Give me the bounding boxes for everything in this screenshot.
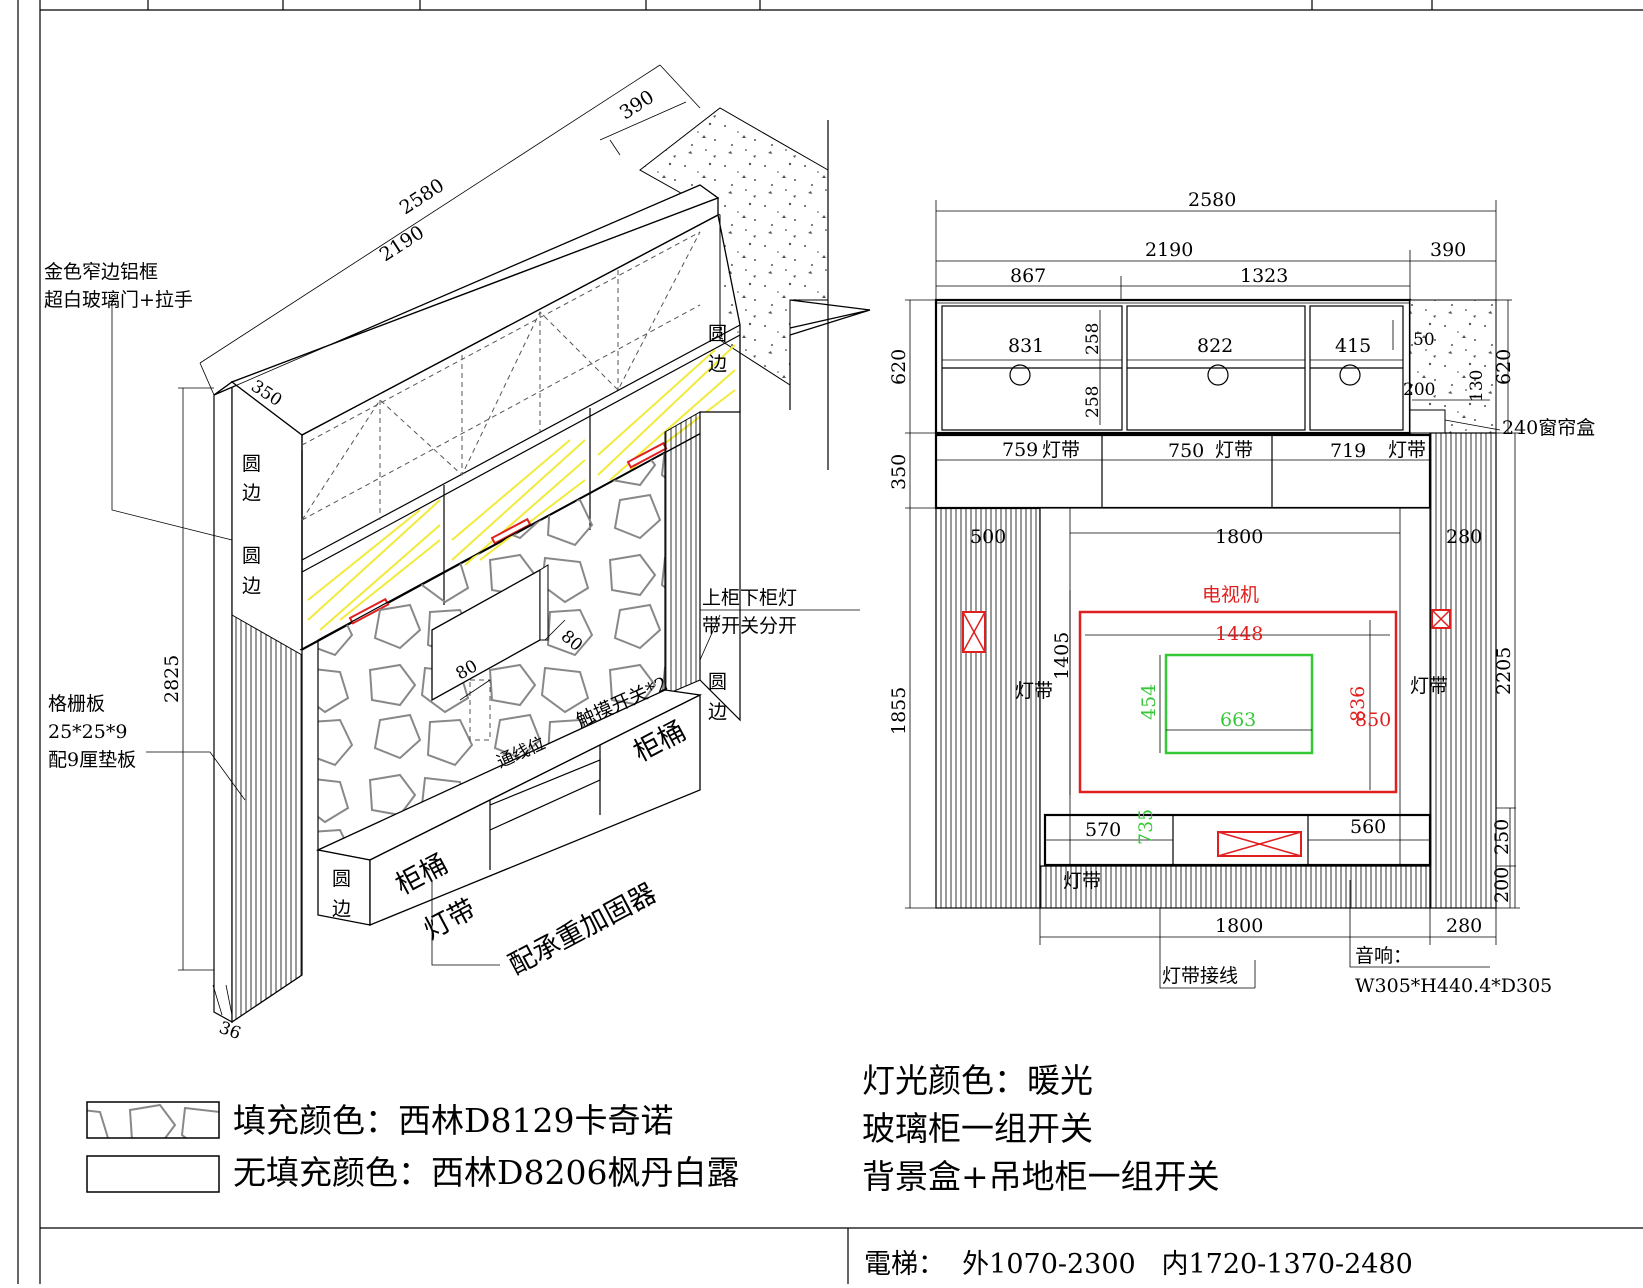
elev-dim-620-left: 620 [888,349,910,385]
elev-dim-200-upper: 200 [1403,380,1435,400]
iso-dim-390: 390 [616,86,658,124]
elev-dim-822: 822 [1197,335,1233,357]
elevation-labels: 2580 2190 390 867 1323 831 822 415 258 2… [888,189,1595,997]
legend-fill-swatch [86,1101,220,1139]
iso-dim-2580: 2580 [396,174,449,219]
footer-elevator: 電梯： 外1070-2300 内1720-1370-2480 [864,1249,1413,1280]
elev-dim-454: 454 [1138,684,1160,720]
elev-light-750: 灯带 [1215,439,1253,461]
elev-dim-831: 831 [1008,335,1044,357]
elev-dim-620-right: 620 [1493,349,1515,385]
elev-dim-867: 867 [1010,265,1046,287]
label-round-3b: 边 [708,353,727,375]
elev-dim-1448: 1448 [1215,623,1263,645]
label-light-wiring: 灯带接线 [1162,965,1238,987]
elev-dim-1405: 1405 [1051,632,1073,680]
legend: 填充颜色：西林D8129卡奇诺 无填充颜色：西林D8206枫丹白露 [86,1101,739,1193]
elevation-view [905,200,1520,989]
label-round-4b: 边 [708,701,727,723]
label-light-left: 灯带 [1015,680,1053,702]
elev-dim-1800-bottom: 1800 [1215,915,1263,937]
label-round-4a: 圆 [708,671,727,693]
iso-dim-2825: 2825 [161,655,183,703]
elev-dim-415: 415 [1335,335,1371,357]
sheet-frame [17,0,1643,1284]
label-frame-2: 超白玻璃门+拉手 [44,289,193,311]
elev-dim-350: 350 [888,454,910,490]
label-grille-3: 配9厘垫板 [48,749,136,771]
label-speaker: 音响： [1355,945,1412,967]
label-grille-1: 格栅板 [48,693,105,715]
elev-dim-250: 250 [1491,819,1513,855]
elev-dim-2190: 2190 [1145,239,1193,261]
elev-dim-719: 719 [1330,440,1366,462]
isometric-view [111,64,871,1024]
label-bracket: 配承重加固器 [504,878,662,981]
iso-dim-36: 36 [216,1018,243,1044]
label-light-bottom: 灯带 [1063,870,1101,892]
label-tv: 电视机 [1202,584,1259,606]
elev-dim-280-tv: 280 [1446,526,1482,548]
label-curtain-box: 240窗帘盒 [1502,417,1595,439]
elev-light-759: 灯带 [1042,439,1080,461]
label-speaker-size: W305*H440.4*D305 [1355,975,1552,997]
label-round-1b: 边 [242,482,261,504]
label-switch-2: 带开关分开 [702,615,797,637]
label-round-1a: 圆 [242,453,261,475]
elev-dim-1323: 1323 [1240,265,1288,287]
label-round-5b: 边 [332,898,351,920]
elev-dim-570: 570 [1085,819,1121,841]
elev-dim-2205: 2205 [1493,647,1515,695]
elev-dim-1855: 1855 [888,687,910,735]
legend-fill-text: 填充颜色：西林D8129卡奇诺 [233,1101,673,1140]
elev-dim-390: 390 [1430,239,1466,261]
elev-dim-850: 850 [1355,709,1391,731]
legend-nofill-swatch [86,1155,220,1193]
elev-dim-130: 130 [1467,370,1487,402]
label-light-right: 灯带 [1410,675,1448,697]
elev-dim-560: 560 [1350,816,1386,838]
elev-light-719: 灯带 [1388,439,1426,461]
elev-dim-500: 500 [970,526,1006,548]
elev-dim-50: 50 [1413,330,1435,350]
note-light-color: 灯光颜色：暖光 [862,1061,1093,1100]
elev-dim-258a: 258 [1083,323,1103,355]
elev-dim-663: 663 [1220,709,1256,731]
elev-dim-750: 750 [1168,440,1204,462]
legend-nofill-text: 无填充颜色：西林D8206枫丹白露 [233,1153,739,1192]
label-switch-1: 上柜下柜灯 [702,587,797,609]
elev-dim-836: 836 [1347,686,1369,722]
label-round-2b: 边 [242,575,261,597]
elev-dim-280-bottom: 280 [1446,915,1482,937]
label-frame-1: 金色窄边铝框 [44,261,158,283]
label-grille-2: 25*25*9 [48,721,127,743]
elev-dim-1800-tv: 1800 [1215,526,1263,548]
note-background-switch: 背景盒+吊地柜一组开关 [862,1157,1220,1196]
iso-dim-2190: 2190 [376,221,429,266]
elev-dim-2580: 2580 [1188,189,1236,211]
label-round-2a: 圆 [242,545,261,567]
elev-dim-735: 735 [1135,809,1157,845]
label-round-3a: 圆 [708,323,727,345]
elev-dim-258b: 258 [1083,386,1103,418]
note-glass-switch: 玻璃柜一组开关 [862,1109,1093,1148]
notes: 灯光颜色：暖光 玻璃柜一组开关 背景盒+吊地柜一组开关 [862,1061,1220,1196]
elev-dim-759: 759 [1002,439,1038,461]
label-round-5a: 圆 [332,868,351,890]
elev-dim-200-bottom: 200 [1491,867,1513,903]
